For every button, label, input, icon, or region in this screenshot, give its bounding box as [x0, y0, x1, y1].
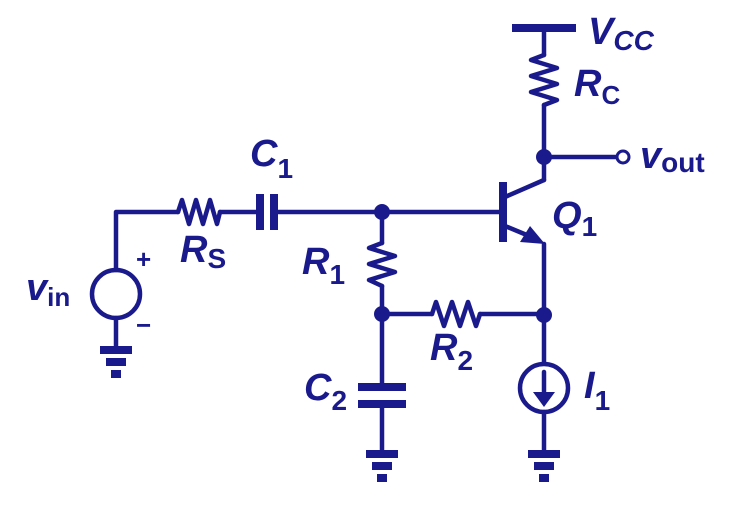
label-plus: + — [136, 244, 151, 274]
label-rs: RS — [180, 229, 226, 274]
label-c1: C1 — [250, 133, 293, 184]
label-vin: vin — [26, 267, 70, 312]
q1-emitter-arrow — [520, 226, 545, 244]
wire-vin-rs — [113, 209, 181, 273]
label-i1: I1 — [584, 365, 610, 416]
i1-arrow-head — [533, 392, 555, 407]
label-r2: R2 — [430, 327, 473, 376]
label-c2: C2 — [304, 367, 347, 416]
resistor-r1 — [366, 240, 398, 289]
label-vout: vout — [640, 135, 705, 178]
label-q1: Q1 — [552, 195, 597, 242]
vin-source — [89, 267, 143, 321]
vout-terminal — [615, 149, 631, 165]
resistor-rc — [528, 52, 560, 108]
resistor-r2 — [429, 299, 483, 329]
resistor-rs — [175, 197, 223, 227]
label-rc: RC — [574, 63, 620, 110]
label-vcc: VCC — [588, 11, 655, 56]
label-r1: R1 — [302, 241, 345, 290]
q1-collector-lead — [502, 177, 547, 200]
label-minus: − — [136, 310, 151, 340]
